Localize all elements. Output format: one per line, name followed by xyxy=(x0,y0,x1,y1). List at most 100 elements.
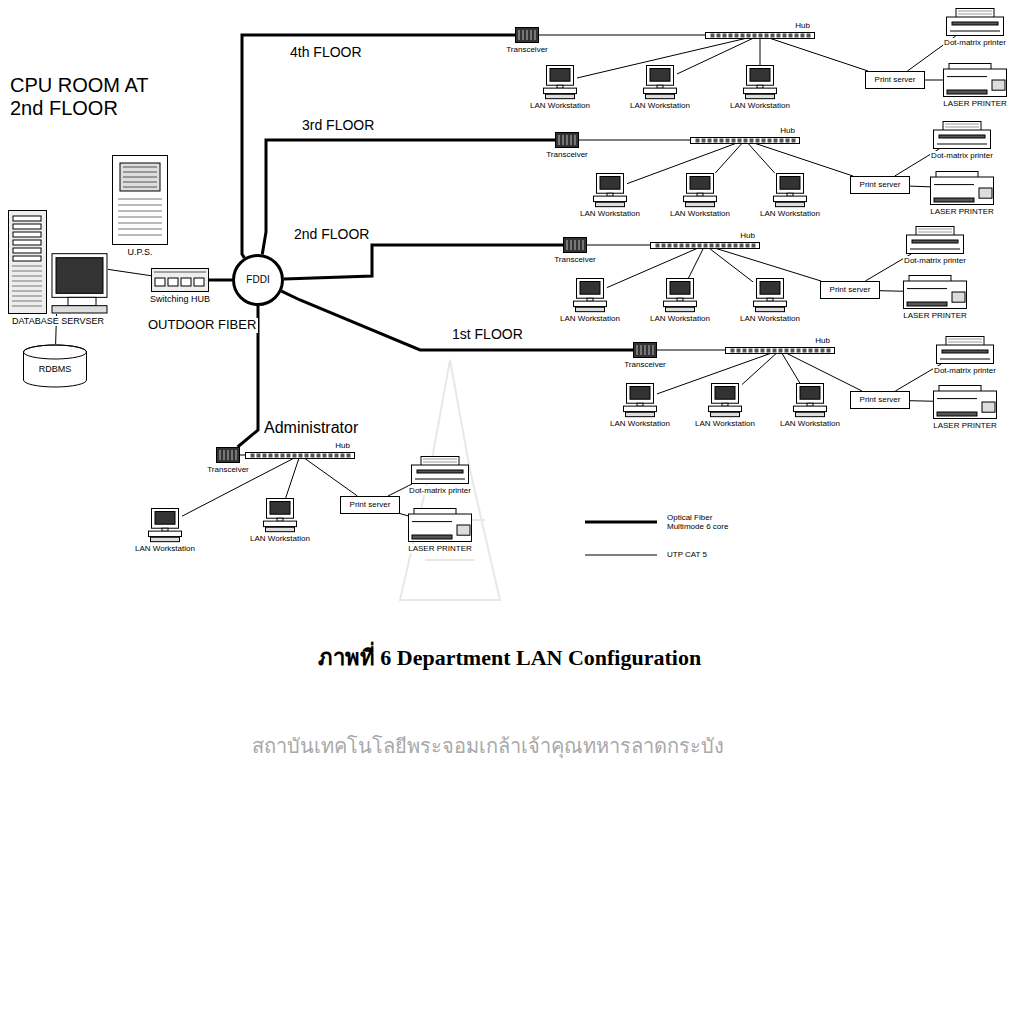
node-label: DATABASE SERVSER xyxy=(11,316,105,326)
legend-item: Optical Fiber Multimode 6 core xyxy=(585,513,745,531)
node-label: LAN Workstation xyxy=(649,314,711,323)
floor-label: OUTDOOR FIBER xyxy=(146,318,258,333)
lan-workstation-icon xyxy=(623,383,657,417)
utp-cable xyxy=(715,144,742,174)
lan-workstation-icon xyxy=(793,383,827,417)
floor-label: 4th FLOOR xyxy=(288,44,364,60)
node-label: Print server xyxy=(875,75,916,84)
node-label: LASER PRINTER xyxy=(929,207,995,216)
database-server-icon xyxy=(8,210,108,314)
node-label: LAN Workstation xyxy=(694,419,756,428)
lan-workstation-icon xyxy=(593,173,627,207)
node-label: Dot-matrix printer xyxy=(903,256,967,265)
dot-matrix-printer-icon xyxy=(946,8,1004,36)
node-label: Hub xyxy=(739,231,756,240)
transceiver-icon xyxy=(555,132,579,148)
lan-workstation: LAN Workstation xyxy=(263,498,297,532)
transceiver: Transceiver xyxy=(563,237,587,253)
legend-text: UTP CAT 5 xyxy=(667,550,745,559)
node-label: Hub xyxy=(334,441,351,450)
transceiver-icon xyxy=(633,342,657,358)
dot-matrix-printer: Dot-matrix printer xyxy=(933,121,991,149)
switching-hub-icon xyxy=(151,268,209,292)
lan-workstation: LAN Workstation xyxy=(663,278,697,312)
lan-workstation-icon xyxy=(543,65,577,99)
utp-cable xyxy=(108,269,151,275)
print-server-box: Print server xyxy=(850,391,910,409)
utp-cable xyxy=(716,249,821,282)
node-label: LAN Workstation xyxy=(559,314,621,323)
node-label: Transceiver xyxy=(553,255,597,264)
utp-cable xyxy=(742,354,776,385)
utp-cable xyxy=(880,290,903,292)
utp-cable xyxy=(579,140,690,141)
laser-printer: LASER PRINTER xyxy=(943,63,1007,97)
utp-cable xyxy=(539,35,705,36)
laser-printer: LASER PRINTER xyxy=(408,508,472,542)
transceiver: Transceiver xyxy=(555,132,579,148)
node-label: Dot-matrix printer xyxy=(930,151,994,160)
utp-cable xyxy=(771,39,869,72)
legend-line-sample xyxy=(585,517,657,527)
node-label: Dot-matrix printer xyxy=(943,38,1007,47)
utp-cable xyxy=(286,459,299,499)
fiber-cable xyxy=(281,291,633,350)
lan-workstation-icon xyxy=(708,383,742,417)
utp-cable xyxy=(182,459,293,517)
lan-workstation: LAN Workstation xyxy=(753,278,787,312)
node-label: LAN Workstation xyxy=(729,101,791,110)
fiber-cable xyxy=(284,245,563,279)
lan-workstation-icon xyxy=(573,278,607,312)
node-label: Transceiver xyxy=(623,360,667,369)
hub: Hub xyxy=(705,32,815,39)
lan-workstation-icon xyxy=(683,173,717,207)
ups-unit: U.P.S. xyxy=(112,155,168,245)
laser-printer-icon xyxy=(408,508,472,542)
switching-hub: Switching HUB xyxy=(151,268,209,292)
print-server-box: Print server xyxy=(820,281,880,299)
node-label: Print server xyxy=(830,285,871,294)
node-label: LAN Workstation xyxy=(669,209,731,218)
utp-cable xyxy=(910,186,930,188)
lan-workstation: LAN Workstation xyxy=(543,65,577,99)
node-label: Print server xyxy=(860,395,901,404)
hub-icon xyxy=(705,32,815,39)
node-label: FDDI xyxy=(246,274,269,286)
utp-cable xyxy=(400,514,408,516)
node-label: LASER PRINTER xyxy=(902,311,968,320)
hub: Hub xyxy=(245,452,355,459)
node-label: LAN Workstation xyxy=(629,101,691,110)
lan-workstation: LAN Workstation xyxy=(743,65,777,99)
utp-cable xyxy=(756,144,854,177)
utp-cable xyxy=(677,39,753,75)
dot-matrix-printer-icon xyxy=(411,456,469,484)
utp-cable xyxy=(305,459,358,497)
database-cylinder: RDBMS xyxy=(23,344,87,388)
hub-icon xyxy=(650,242,760,249)
node-label: Print server xyxy=(860,180,901,189)
hub: Hub xyxy=(725,347,835,354)
lan-workstation: LAN Workstation xyxy=(573,278,607,312)
lan-workstation-icon xyxy=(643,65,677,99)
transceiver-icon xyxy=(563,237,587,253)
utp-cable xyxy=(689,249,704,279)
utp-cable xyxy=(782,354,800,384)
lan-workstation-icon xyxy=(773,173,807,207)
caption-row: ภาพที่ 6 Department LAN Configuration xyxy=(0,640,1019,675)
utp-cable xyxy=(587,245,650,246)
transceiver-icon xyxy=(216,447,240,463)
utp-cable xyxy=(240,455,245,456)
node-label: LASER PRINTER xyxy=(932,421,998,430)
node-label: Print server xyxy=(350,500,391,509)
node-label: Hub xyxy=(779,126,796,135)
floor-label: 3rd FLOOR xyxy=(300,117,376,133)
laser-printer-icon xyxy=(943,63,1007,97)
node-label: LAN Workstation xyxy=(609,419,671,428)
lan-workstation: LAN Workstation xyxy=(793,383,827,417)
ups-unit-icon xyxy=(112,155,168,245)
lan-workstation-icon xyxy=(263,498,297,532)
dot-matrix-printer: Dot-matrix printer xyxy=(946,8,1004,36)
fddi-ring: FDDI xyxy=(232,254,284,306)
